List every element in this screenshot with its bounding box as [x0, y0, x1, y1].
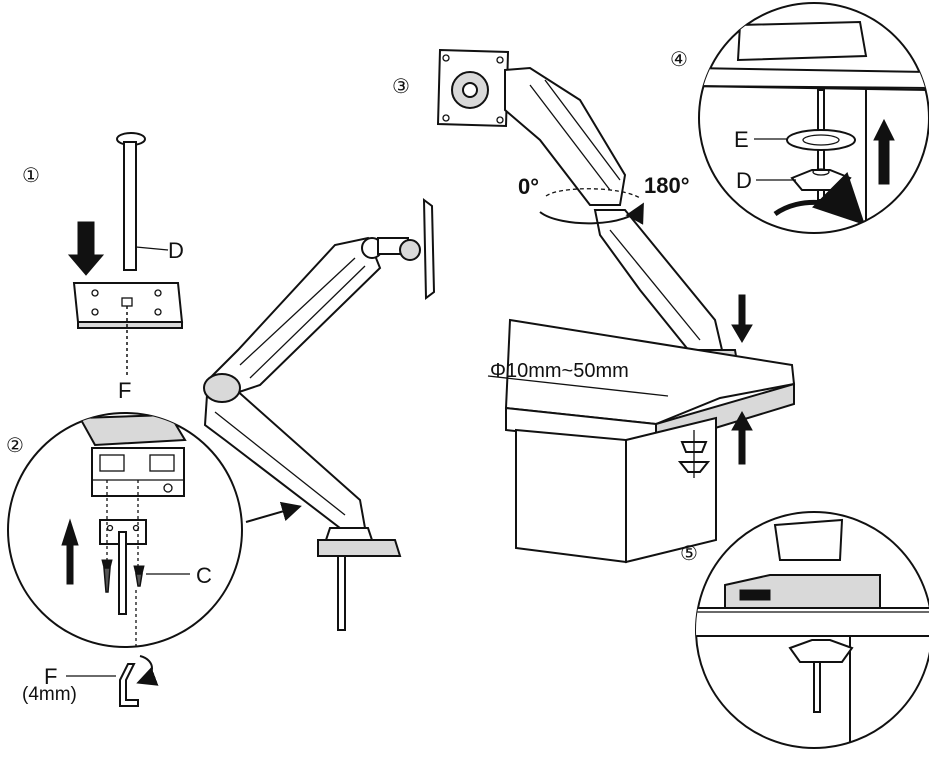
step2-detail-circle: [7, 412, 243, 648]
label-f-step1: F: [118, 378, 131, 403]
pointer-arrow-icon: [245, 501, 302, 523]
step1-number: ①: [22, 165, 40, 187]
vesa-plate: [436, 48, 510, 128]
step1-panel: ① D F: [22, 132, 184, 403]
angle-end: 180°: [644, 173, 690, 198]
step4-detail-circle: [698, 2, 929, 234]
allen-key-icon: [119, 655, 159, 707]
mounting-plate: [72, 282, 184, 329]
down-arrow-icon: [731, 294, 753, 343]
step4-number: ④: [670, 49, 688, 71]
desk: [504, 318, 796, 564]
step2-number: ②: [6, 435, 24, 457]
up-arrow-icon: [61, 518, 79, 585]
desk-thickness-label: Φ10mm~50mm: [490, 360, 629, 382]
down-arrow-icon: [67, 221, 105, 276]
step4-panel: ④ E D: [670, 2, 929, 234]
label-c: C: [196, 563, 212, 588]
bolt-d: [116, 132, 146, 271]
label-e: E: [734, 127, 749, 152]
label-allen-key-size: (4mm): [22, 684, 77, 705]
step2-panel: ②: [6, 412, 243, 707]
rotate-arrow-icon: [539, 202, 644, 225]
step5-panel: ⑤: [680, 511, 929, 749]
label-f-step2: F: [44, 664, 57, 689]
rotate-arrow-icon: [773, 172, 866, 226]
step3-number: ③: [392, 76, 410, 98]
step5-number: ⑤: [680, 543, 698, 565]
angle-start: 0°: [518, 174, 539, 199]
label-d-step1: D: [168, 238, 184, 263]
label-d-step4: D: [736, 168, 752, 193]
assembled-monitor-arm: [203, 197, 436, 631]
up-arrow-icon: [873, 118, 895, 185]
step3-panel: ③ 0° 180°: [392, 48, 796, 564]
screw-c: [101, 559, 145, 593]
up-arrow-icon: [731, 410, 753, 465]
rotate-arrow-icon: [136, 655, 159, 686]
